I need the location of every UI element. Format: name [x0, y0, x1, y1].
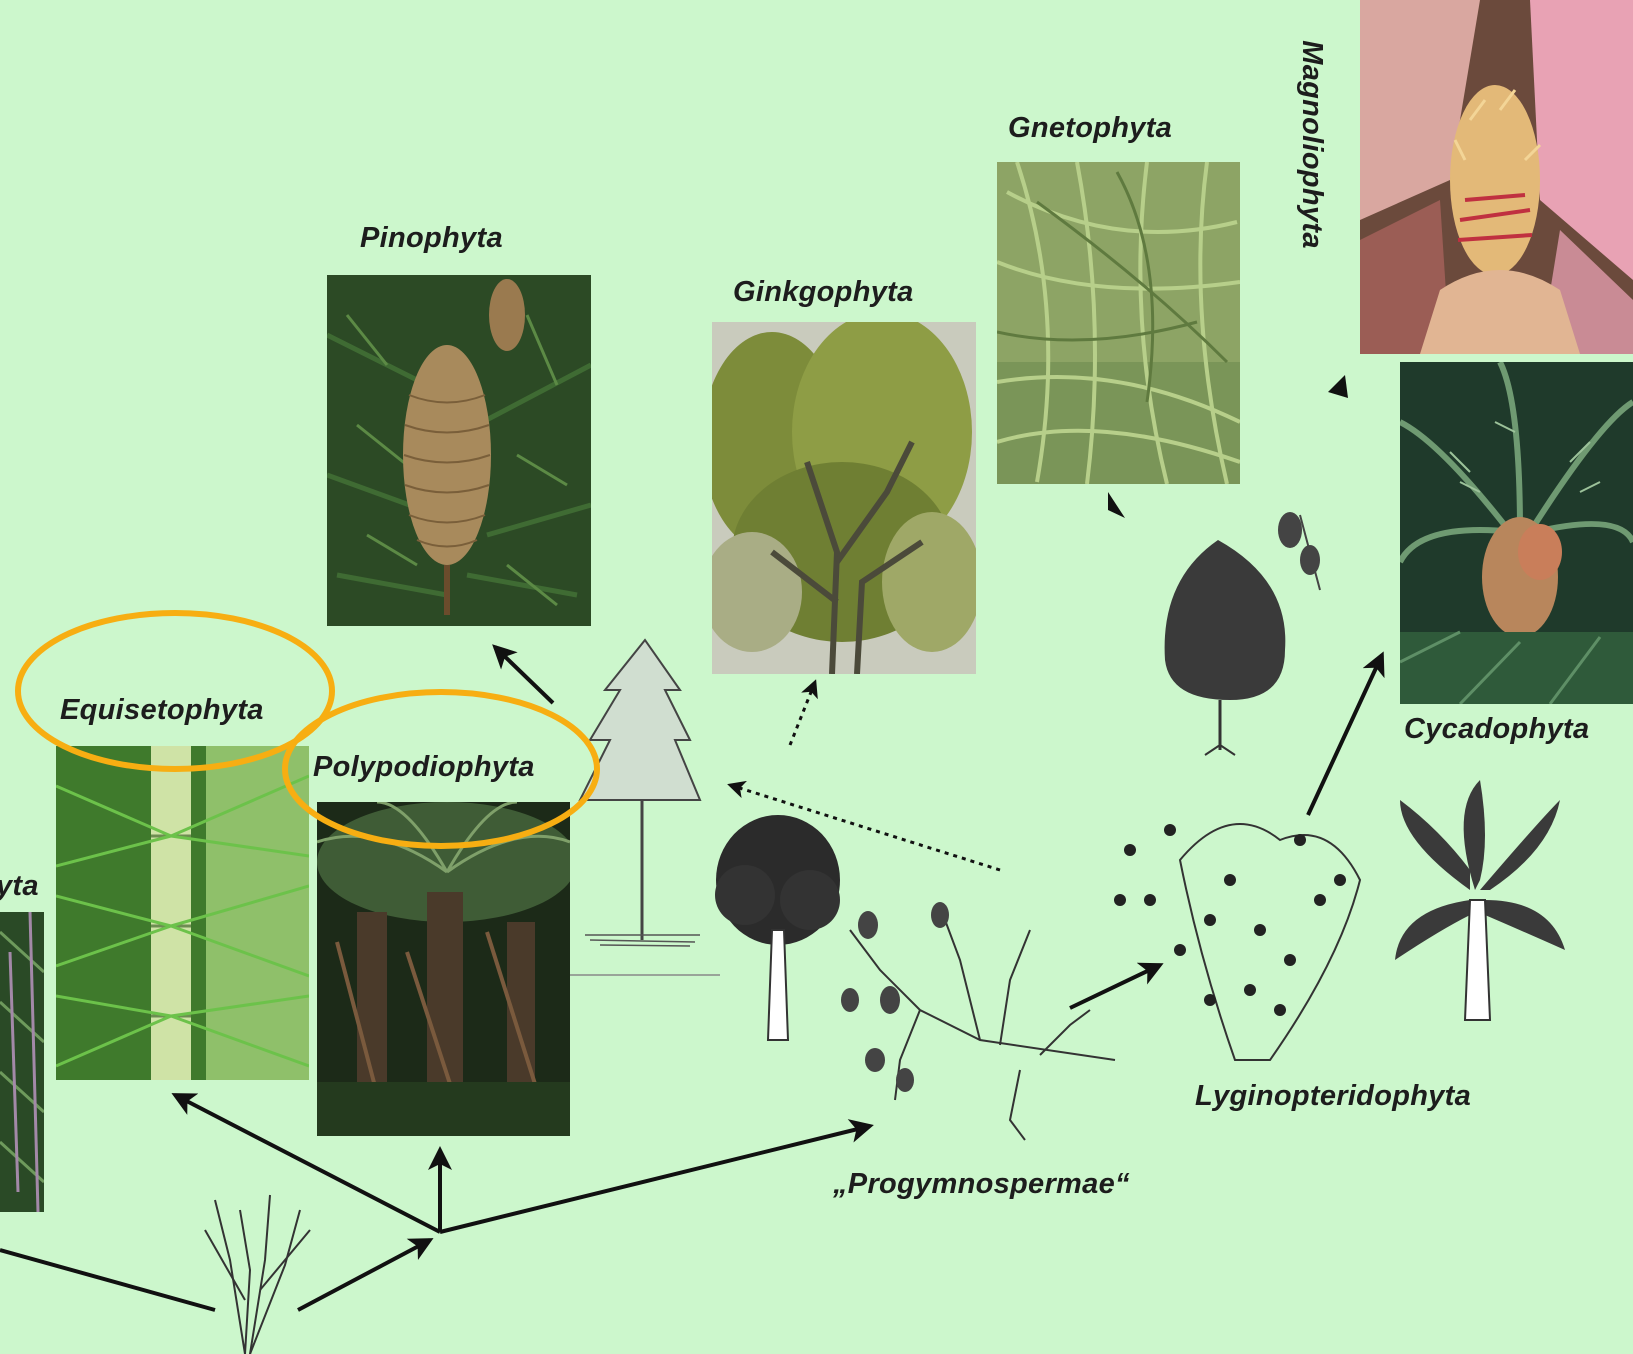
arrow-to-magnoliophyta	[1328, 375, 1348, 398]
line-to-lycopodiophyta	[0, 1250, 215, 1310]
archaeopteris-tree-drawing	[715, 815, 840, 1040]
dotted-arrow-to-conifer	[730, 785, 1000, 870]
polypodiophyta-photo	[317, 802, 570, 1136]
pinophyta-photo	[327, 275, 591, 626]
arrow-to-pinophyta	[495, 647, 553, 703]
label-gnetophyta: Gnetophyta	[1008, 112, 1172, 145]
arrow-to-gnetophyta	[1108, 492, 1125, 518]
equisetophyta-photo	[56, 746, 309, 1080]
cycad-drawing	[1395, 780, 1565, 1020]
arrow-from-early-plant	[298, 1240, 430, 1310]
label-pinophyta: Pinophyta	[360, 222, 503, 255]
cycadophyta-photo	[1400, 362, 1633, 704]
cordaites-tree-drawing	[1165, 512, 1320, 755]
label-ginkgophyta: Ginkgophyta	[733, 276, 914, 309]
label-equisetophyta: Equisetophyta	[60, 694, 264, 727]
label-lycopodiophyta-fragment: yta	[0, 870, 39, 903]
progymnospermae-branch-drawing	[841, 902, 1115, 1140]
conifer-tree-drawing	[570, 640, 720, 975]
arrow-to-lyginopteridophyta	[1070, 965, 1160, 1008]
dotted-arrow-to-ginkgophyta	[790, 682, 815, 745]
arrow-to-cycadophyta	[1308, 655, 1382, 815]
label-progymnospermae: „Progymnospermae“	[833, 1168, 1130, 1201]
label-magnoliophyta: Magnoliophyta	[1295, 40, 1328, 249]
lyginopteris-drawing	[1114, 824, 1360, 1060]
label-lyginopteridophyta: Lyginopteridophyta	[1195, 1080, 1471, 1113]
label-cycadophyta: Cycadophyta	[1404, 713, 1589, 746]
magnoliophyta-photo	[1360, 0, 1633, 354]
early-land-plant-drawing	[205, 1195, 310, 1354]
lycopodiophyta-photo	[0, 912, 44, 1212]
label-polypodiophyta: Polypodiophyta	[313, 751, 535, 784]
ginkgophyta-photo	[712, 322, 976, 674]
gnetophyta-photo	[997, 162, 1240, 484]
arrow-to-progymnospermae	[440, 1126, 870, 1232]
